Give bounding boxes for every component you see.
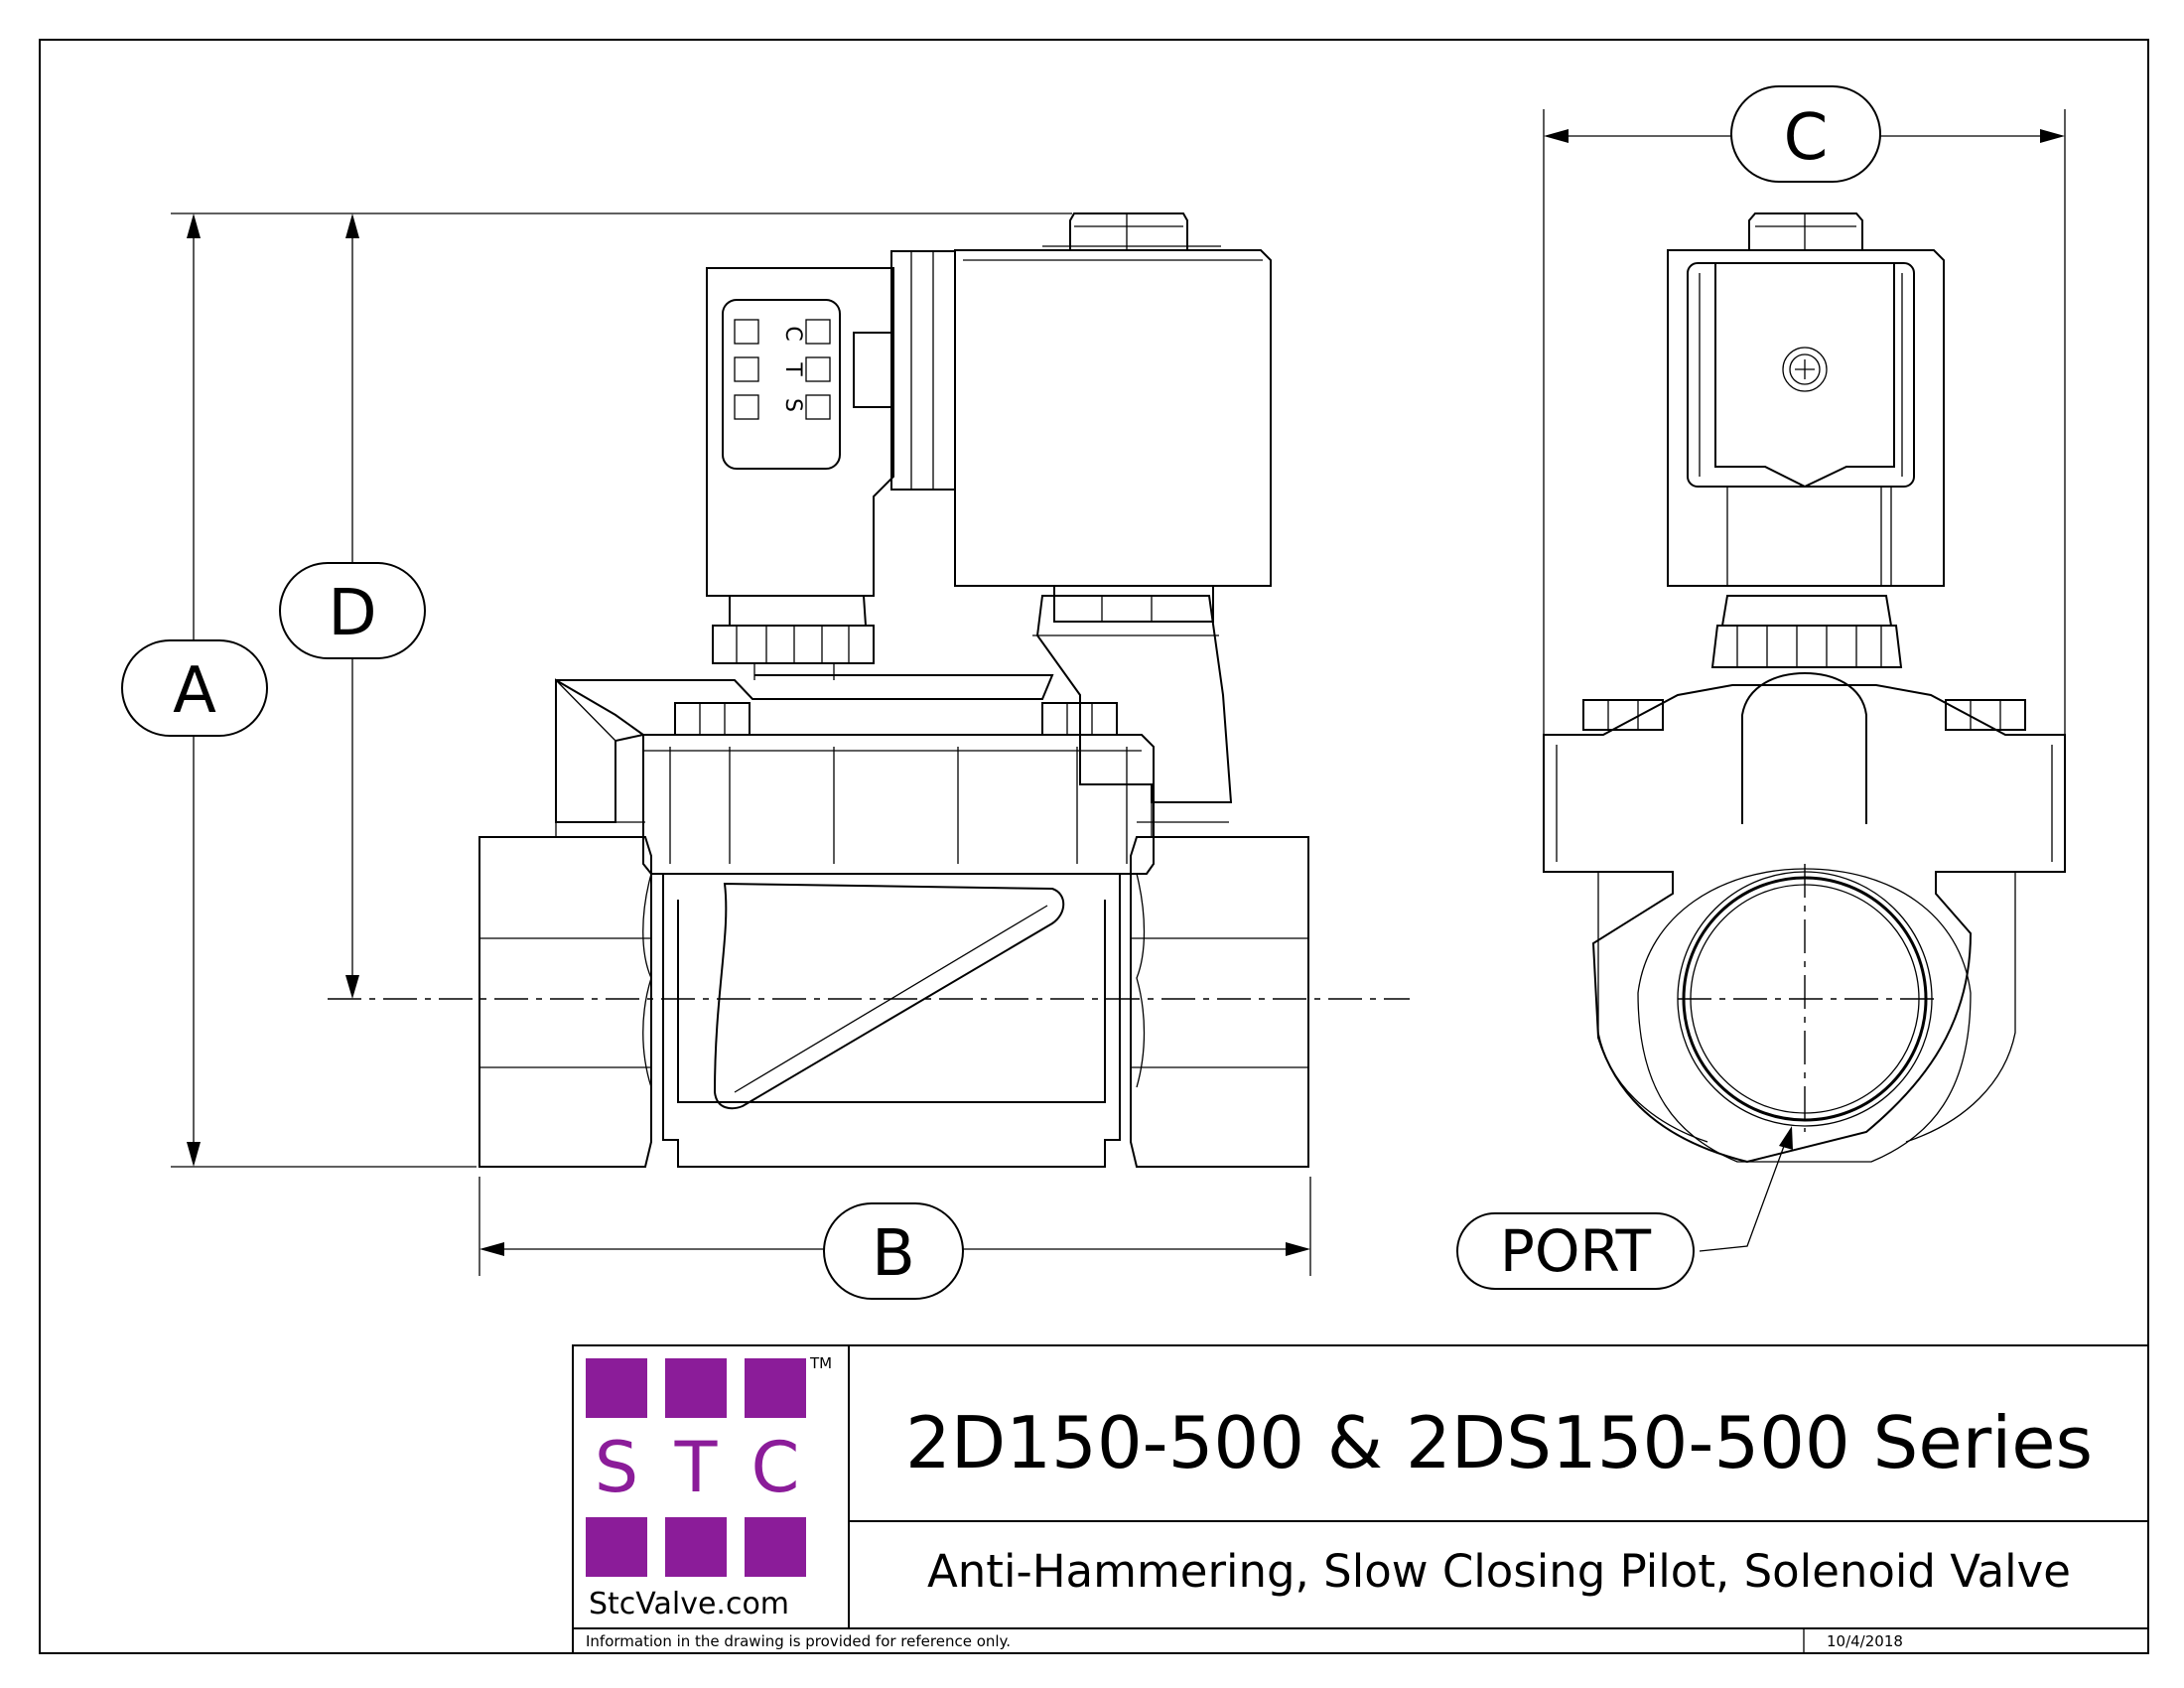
side-right-port-fitting	[1130, 821, 1309, 1168]
drawing-subtitle: Anti-Hammering, Slow Closing Pilot, Sole…	[927, 1545, 2071, 1598]
port-label: PORT	[1456, 1212, 1695, 1290]
connector-letter-s: S	[780, 398, 805, 412]
port-label-text: PORT	[1500, 1217, 1652, 1285]
side-din-connector: C T S	[706, 250, 956, 680]
dim-c-text: C	[1784, 101, 1829, 175]
logo-square	[665, 1358, 727, 1418]
front-view	[1543, 212, 2066, 1164]
drawing-date: 10/4/2018	[1827, 1632, 1903, 1650]
logo-square	[586, 1358, 647, 1418]
side-pilot-tube	[1032, 595, 1233, 837]
dim-label-b: B	[823, 1202, 964, 1300]
connector-letter-t: T	[780, 361, 805, 376]
title-block: TM S T C StcValve.com 2D150-500 & 2DS150…	[572, 1344, 2149, 1654]
dim-label-d: D	[279, 562, 426, 659]
dim-label-a: A	[121, 639, 268, 737]
logo-trademark: TM	[809, 1354, 832, 1372]
side-solenoid-coil	[954, 212, 1272, 623]
dim-b-text: B	[872, 1217, 915, 1291]
side-left-port-fitting	[478, 821, 652, 1168]
side-view: C T S	[328, 212, 1410, 1168]
logo-website: StcValve.com	[589, 1587, 789, 1621]
dim-d-text: D	[328, 577, 376, 650]
dim-a-text: A	[173, 654, 216, 728]
side-valve-body	[651, 873, 1131, 1168]
side-bonnet	[555, 674, 1155, 875]
dimension-lines-front	[1543, 109, 2066, 1252]
disclaimer-text: Information in the drawing is provided f…	[586, 1632, 1011, 1650]
stc-logo: TM S T C StcValve.com	[586, 1354, 832, 1621]
connector-letter-c: C	[780, 326, 805, 341]
dimension-lines-side	[171, 212, 1311, 1276]
logo-square	[586, 1517, 647, 1577]
logo-letter-c: C	[751, 1427, 800, 1508]
dim-label-c: C	[1730, 85, 1881, 183]
logo-square	[665, 1517, 727, 1577]
drawing-title: 2D150-500 & 2DS150-500 Series	[905, 1401, 2093, 1484]
logo-square	[745, 1517, 806, 1577]
logo-letter-t: T	[674, 1427, 718, 1508]
logo-letter-s: S	[595, 1427, 638, 1508]
logo-square	[745, 1358, 806, 1418]
